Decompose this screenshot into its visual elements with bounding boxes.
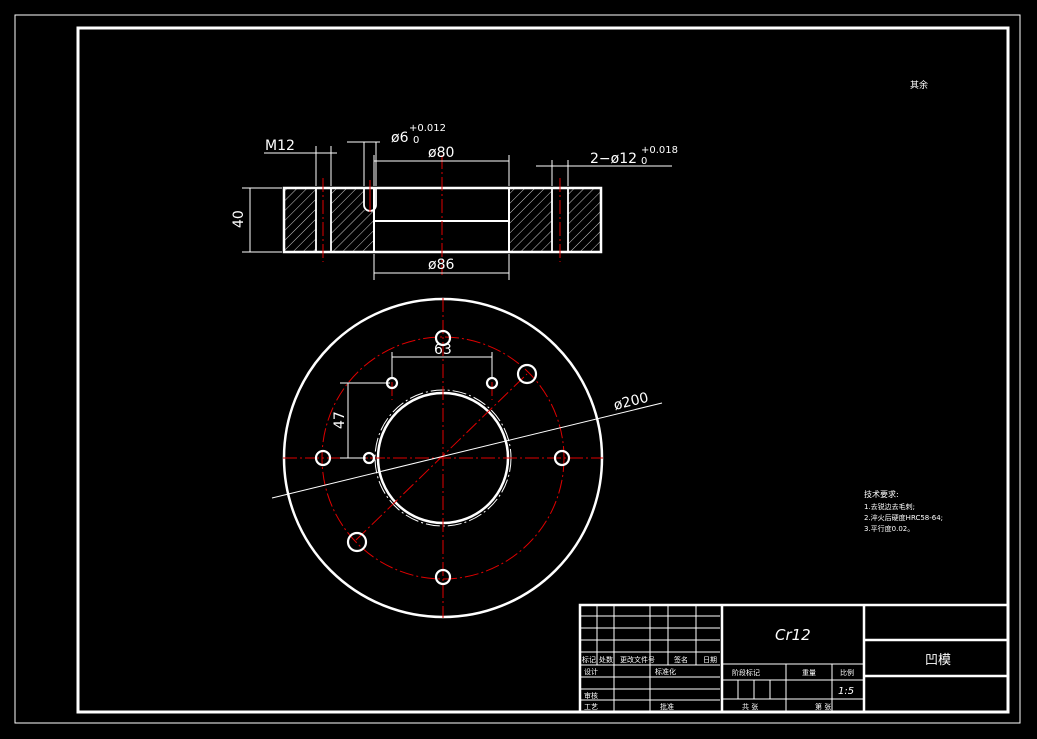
- dim-holes: 2−ø12: [590, 151, 637, 167]
- part-name: 凹模: [925, 653, 951, 668]
- dim-pin-hole-lower: 0: [413, 135, 419, 146]
- role-review: 审核: [584, 691, 598, 700]
- tech-req-item-3: 3.平行度0.02。: [864, 524, 914, 533]
- stage-mark-label: 阶段标记: [732, 668, 760, 677]
- dim-height: 40: [231, 210, 247, 228]
- dim-holes-lower: 0: [641, 156, 647, 167]
- material-label: Cr12: [775, 626, 811, 644]
- bolt-hole-top: [434, 329, 452, 347]
- dim-bore-top: ø80: [428, 145, 454, 161]
- outer-frame: [14, 14, 1021, 724]
- dim-spacing-horizontal: 63: [434, 342, 452, 358]
- dowel-hole-ne: [516, 363, 538, 385]
- sheet-count-label: 共 张: [742, 702, 758, 711]
- scale-label: 比例: [840, 668, 854, 677]
- role-design: 设计: [584, 667, 598, 676]
- dowel-hole-sw: [346, 531, 368, 553]
- inner-frame: [76, 26, 1010, 714]
- section-view: M12 ø6 +0.012 0 ø80 2−ø12 +0.018 0 40 ø8…: [231, 123, 678, 280]
- standardization-label: 标准化: [655, 667, 676, 676]
- rev-header-doc: 更改文件号: [620, 655, 655, 664]
- rev-header-mark: 标记: [582, 655, 596, 664]
- top-view: 63 47 ø200: [271, 297, 663, 619]
- tech-req-item-1: 1.去锐边去毛刺;: [864, 502, 915, 511]
- dim-spacing-vertical: 47: [332, 411, 348, 429]
- roughness-note: 其余: [910, 79, 928, 91]
- dim-thread: M12: [265, 138, 295, 154]
- hatch-left-outer: [284, 188, 316, 252]
- rev-header-sign: 签名: [674, 655, 688, 664]
- bolt-hole-left: [314, 449, 332, 467]
- dim-pin-hole: ø6: [391, 130, 409, 146]
- technical-requirements: 技术要求: 1.去锐边去毛刺; 2.淬火后硬度HRC58-64; 3.平行度0.…: [864, 489, 943, 533]
- rev-header-count: 处数: [599, 655, 613, 664]
- hatch-right-inner: [509, 188, 552, 252]
- bolt-hole-right: [553, 449, 571, 467]
- scale-value: 1:5: [838, 686, 854, 697]
- sheet-number-label: 第 张: [815, 702, 831, 711]
- rev-header-date: 日期: [703, 656, 717, 664]
- bolt-hole-bottom: [434, 568, 452, 586]
- title-block: Cr12 凹模 1:5 标记 处数 更改文件号 签名 日期 设计 审核 工艺 标…: [578, 603, 1010, 714]
- section-outline: [282, 186, 603, 254]
- tech-req-title: 技术要求:: [864, 489, 899, 499]
- role-process: 工艺: [584, 703, 598, 711]
- diameter-leader: [271, 402, 663, 499]
- tech-req-item-2: 2.淬火后硬度HRC58-64;: [864, 513, 943, 522]
- dim-pin-hole-upper: +0.012: [409, 123, 446, 134]
- weight-label: 重量: [802, 669, 816, 677]
- dim-holes-upper: +0.018: [641, 145, 678, 156]
- approval-label: 批准: [660, 702, 674, 711]
- hatch-right-outer: [568, 188, 601, 252]
- dim-bore-bottom: ø86: [428, 257, 454, 273]
